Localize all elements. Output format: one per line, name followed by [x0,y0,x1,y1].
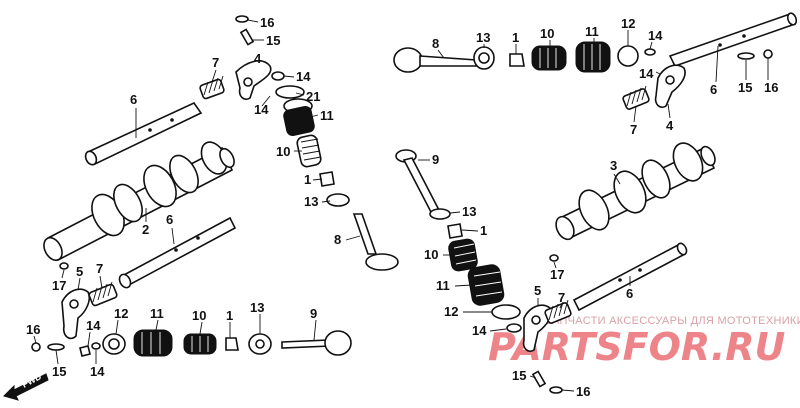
callout-mr-11: 11 [436,278,450,293]
callout-mr-10: 10 [424,247,438,262]
callout-tl-2: 2 [142,222,149,237]
callout-tl-16: 16 [260,15,274,30]
rocker-arm-top-right [654,64,686,109]
valve-8-left [352,213,399,271]
callout-mr-3: 3 [610,158,617,173]
callout-bl-11: 11 [150,306,164,321]
callout-bl-16: 16 [26,322,40,337]
callout-bl-1: 1 [226,308,233,323]
callout-bl-7: 7 [96,261,103,276]
rocker-shaft-mid-right [572,242,688,312]
watermark-tagline: ЗАПЧАСТИ АКСЕССУАРЫ ДЛЯ МОТОТЕХНИКИ [545,315,800,327]
rocker-shaft-top-right [668,12,798,67]
callout-tr-4: 4 [666,118,674,133]
callouts-middle-right: 9 13 1 10 11 12 14 5 7 17 6 15 16 3 [418,152,633,399]
valve-stack-mid [429,208,522,333]
adjuster-top-left [235,15,255,46]
callout-tr-12: 12 [621,16,635,31]
callout-tl-1: 1 [304,172,311,187]
callout-tr-11: 11 [585,24,599,39]
callout-tl-10: 10 [276,144,290,159]
callout-mr-17: 17 [550,267,564,282]
spring-7-mid-right [544,299,572,324]
callout-bl-15: 15 [52,364,66,379]
callout-bl-9: 9 [310,306,317,321]
callout-tl-21: 21 [306,89,320,104]
callout-bl-12: 12 [114,306,128,321]
clip-15-16-top-right [737,49,773,60]
callouts-top-left: 16 15 4 7 14 14 21 11 10 1 13 8 6 2 [130,15,361,247]
callout-bl-13: 13 [250,300,264,315]
callout-tr-14a: 14 [648,28,663,43]
callout-tr-1: 1 [512,30,519,45]
callout-tl-11: 11 [320,108,334,123]
callout-bl-14a: 14 [86,318,101,333]
callout-mr-15: 15 [512,368,526,383]
callout-mr-14: 14 [472,323,487,338]
callout-bl-17: 17 [52,278,66,293]
callout-tl-14b: 14 [254,102,269,117]
callout-mr-13: 13 [462,204,476,219]
callout-mr-9: 9 [432,152,439,167]
spring-7-bottom-left [88,281,118,307]
rocker-arm-top-left [235,60,272,101]
valve-stack-bottom-left [102,329,272,357]
rocker-shaft-bottom-left [118,216,237,289]
callout-tr-8: 8 [432,36,439,51]
callouts-top-right: 8 13 1 10 11 12 14 14 6 15 16 7 4 [432,16,778,137]
rocker-arm-mid-right [522,304,552,353]
callout-mr-16: 16 [576,384,590,399]
camshaft-left [43,141,235,262]
callout-mr-6: 6 [626,286,633,301]
spring-7-top-left [199,75,225,100]
callout-tl-15: 15 [266,33,280,48]
callout-mr-5: 5 [534,283,541,298]
camshaft-right [555,142,716,241]
callout-tl-7: 7 [212,55,219,70]
callout-bl-14b: 14 [90,364,105,379]
callout-tl-6: 6 [130,92,137,107]
callout-bl-6: 6 [166,212,173,227]
callout-tl-8: 8 [334,232,341,247]
callout-mr-1: 1 [480,223,487,238]
callout-tr-13: 13 [476,30,490,45]
callout-tl-14a: 14 [296,69,311,84]
callout-tl-4: 4 [254,51,262,66]
valve-stack-left [271,71,350,207]
valve-9-bottom-left [281,330,352,356]
rocker-arm-bottom-left [61,288,91,340]
callout-tr-15: 15 [738,80,752,95]
callout-mr-12: 12 [444,304,458,319]
rocker-shaft-top-left [84,101,203,166]
callout-bl-10: 10 [192,308,206,323]
callout-tr-7: 7 [630,122,637,137]
adjuster-mid-right [531,254,563,394]
callout-tr-14b: 14 [639,66,654,81]
fwd-arrow: FWD [3,371,49,401]
callout-tr-6: 6 [710,82,717,97]
spring-7-top-right [622,85,650,110]
valve-stack-right [473,41,656,73]
callouts-bottom-left: 6 17 5 7 16 14 14 12 11 10 1 13 9 15 [26,212,317,379]
valve-8-right [393,47,477,73]
callout-tr-10: 10 [540,26,554,41]
callout-tl-13: 13 [304,194,318,209]
callout-tr-16: 16 [764,80,778,95]
callout-bl-5: 5 [76,264,83,279]
callout-mr-7: 7 [558,290,565,305]
